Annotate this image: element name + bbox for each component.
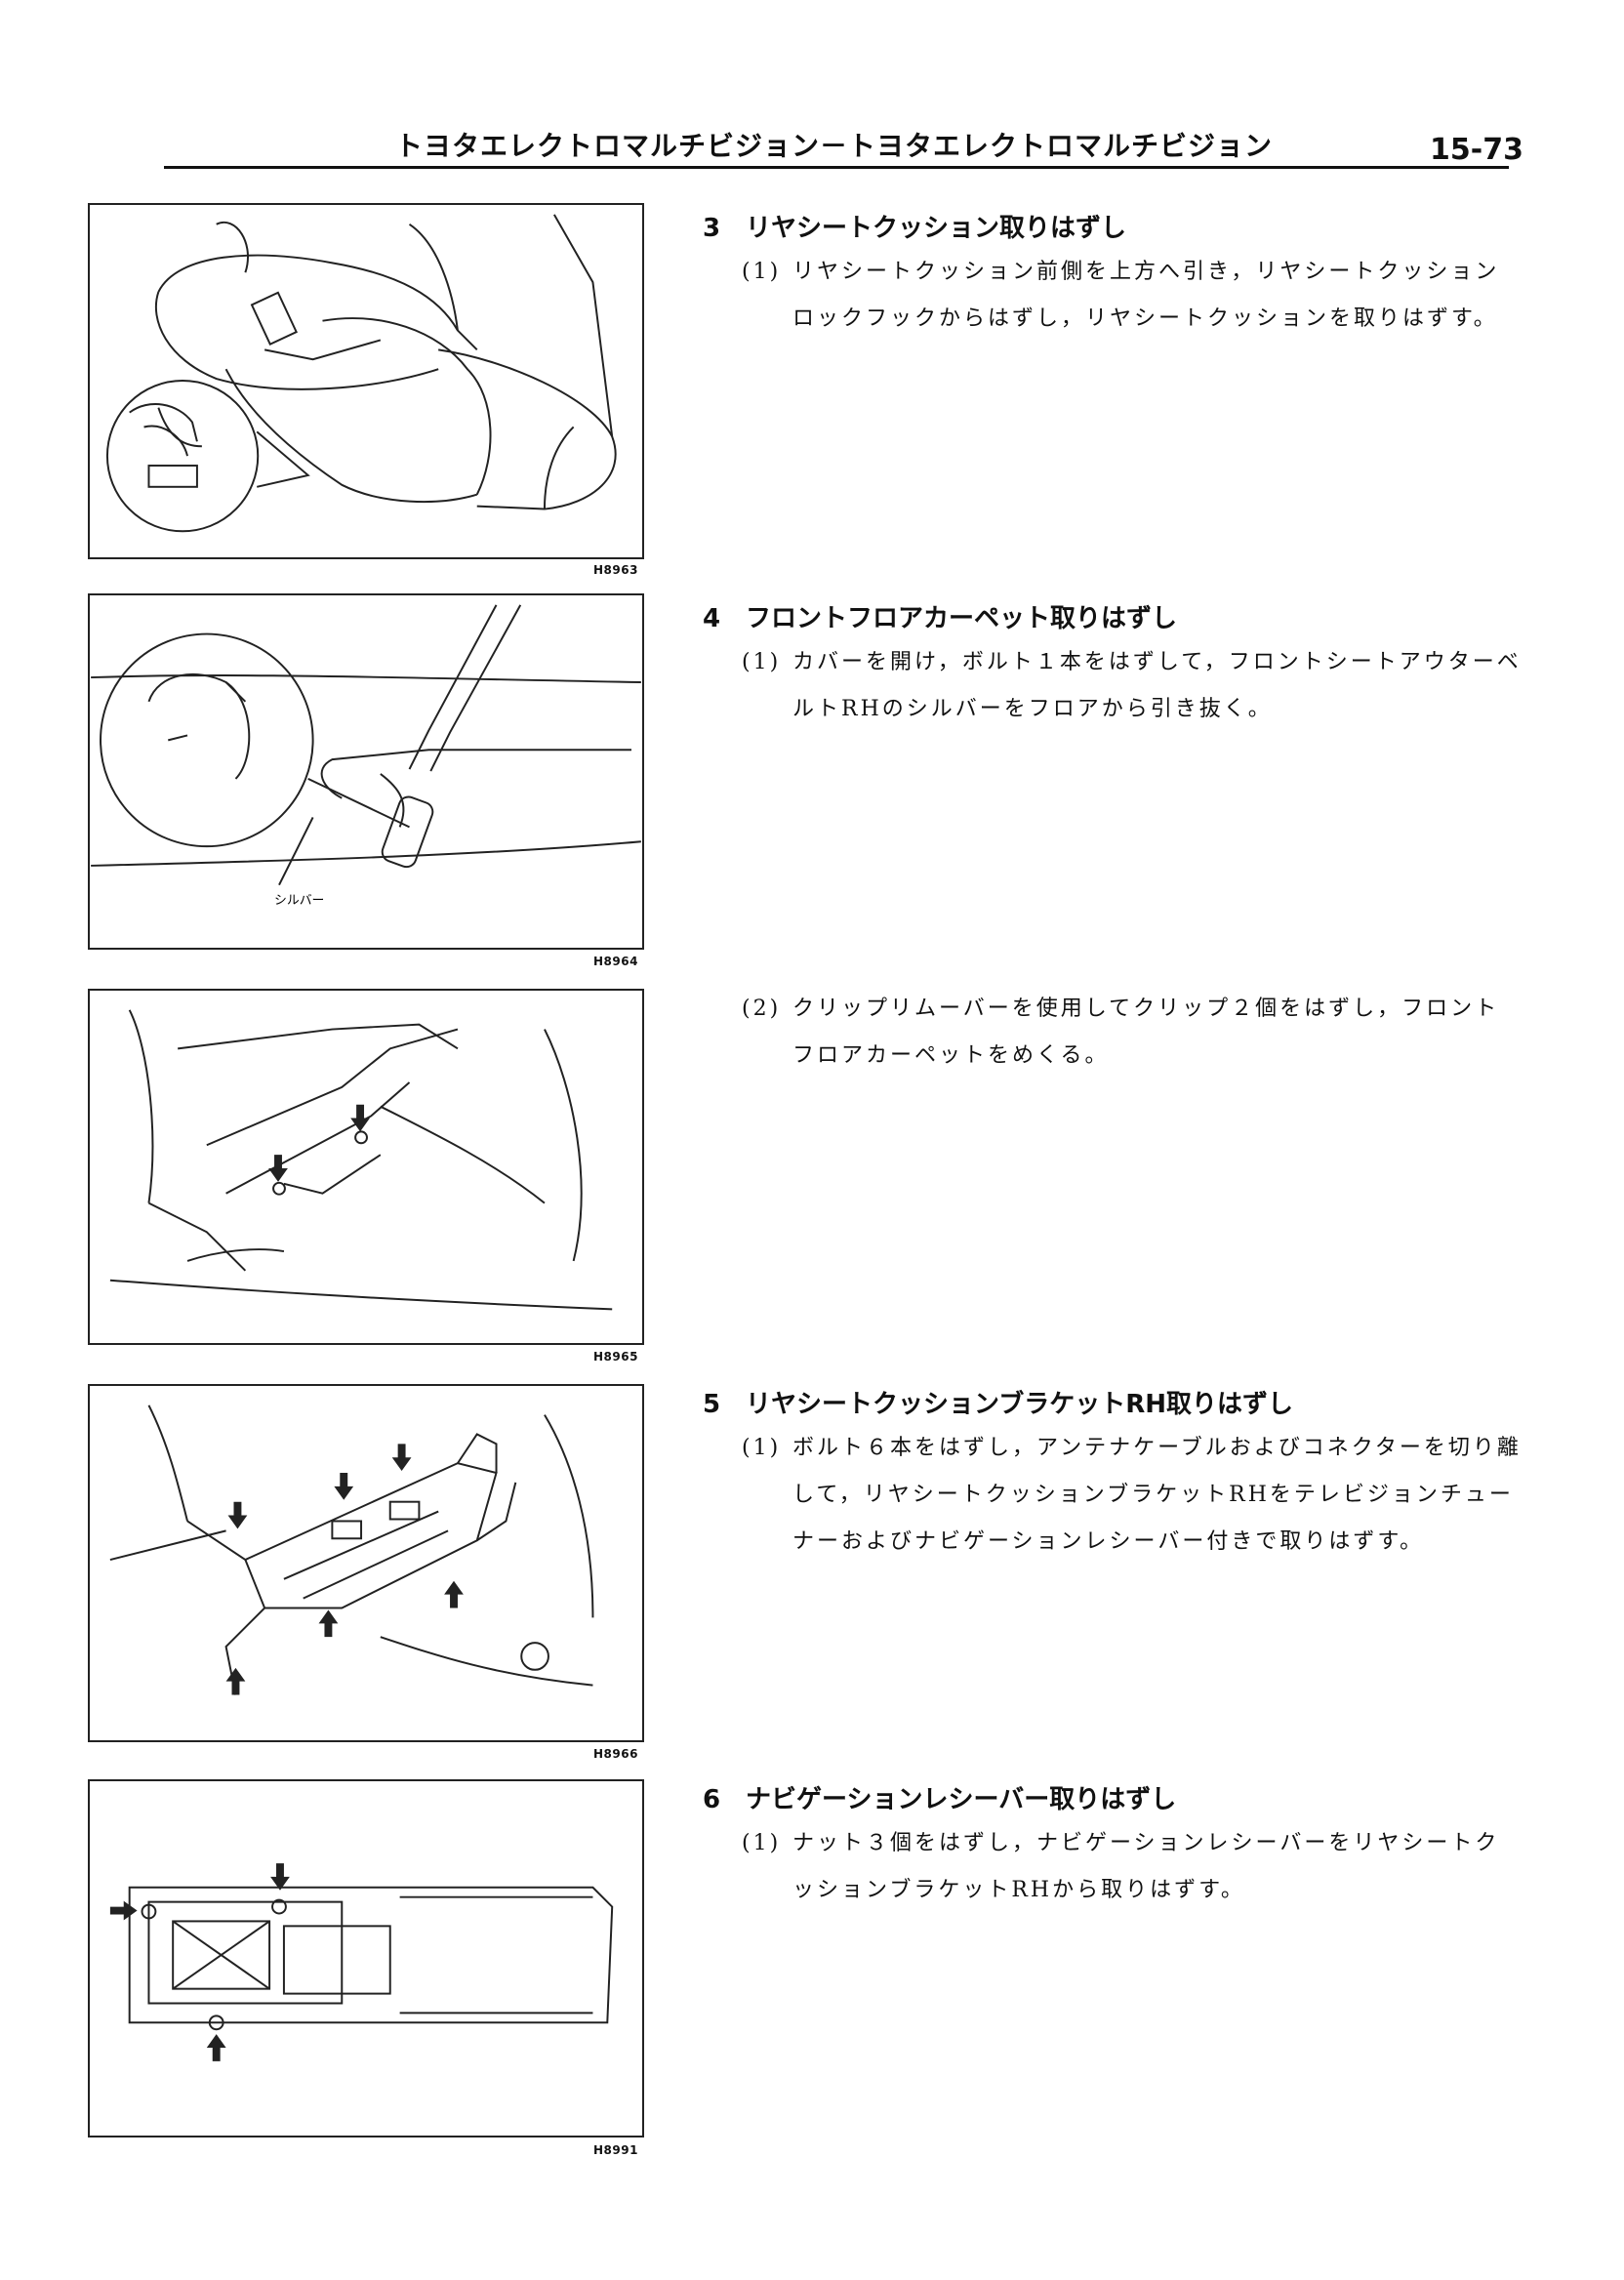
- substep-text: ボルト６本をはずし，アンテナケーブルおよびコネクターを切り離して，リヤシートクッ…: [792, 1436, 1522, 1554]
- substep-text: カバーを開け，ボルト１本をはずして，フロントシートアウターベルトRHのシルバーを…: [792, 650, 1522, 721]
- figure-front-floor-carpet: シルバー: [88, 593, 644, 950]
- figure-navigation-receiver: [88, 1779, 644, 2138]
- callout-label-silver: シルバー: [274, 893, 324, 908]
- substep-mark: (2): [742, 997, 782, 1021]
- navigation-receiver-illustration: [109, 1863, 614, 2061]
- figure-carpet-clips: [88, 989, 644, 1345]
- step-title-text: リヤシートクッションブラケットRH取りはずし: [746, 1390, 1294, 1419]
- substep-text: ナット３個をはずし，ナビゲーションレシーバーをリヤシートクッションブラケットRH…: [792, 1831, 1500, 1902]
- step-number: 5: [703, 1390, 721, 1419]
- figure-code-h8963: H8963: [593, 563, 638, 577]
- step-title-text: ナビゲーションレシーバー取りはずし: [746, 1785, 1177, 1814]
- page-number: 15-73: [1430, 133, 1523, 167]
- figure-code-h8991: H8991: [593, 2143, 638, 2157]
- step-6-substep-1: (1) ナット３個をはずし，ナビゲーションレシーバーをリヤシートクッションブラケ…: [742, 1820, 1522, 1914]
- step-number: 3: [703, 214, 721, 243]
- carpet-clip-illustration: [109, 1009, 613, 1311]
- seat-belt-anchor-illustration: シルバー: [91, 604, 641, 908]
- figure-code-h8966: H8966: [593, 1747, 638, 1761]
- step-number: 4: [703, 604, 721, 633]
- step-4-substep-1: (1) カバーを開け，ボルト１本をはずして，フロントシートアウターベルトRHのシ…: [742, 639, 1522, 733]
- figure-seat-bracket-rh: [88, 1384, 644, 1742]
- substep-mark: (1): [742, 1831, 782, 1855]
- step-3-title: 3 リヤシートクッション取りはずし: [703, 208, 1126, 244]
- substep-mark: (1): [742, 650, 782, 674]
- substep-mark: (1): [742, 1436, 782, 1460]
- header-rule: [164, 166, 1509, 169]
- rear-seat-cushion-illustration: [105, 214, 617, 533]
- substep-mark: (1): [742, 260, 782, 284]
- figure-code-h8965: H8965: [593, 1350, 638, 1364]
- page-header-title: トヨタエレクトロマルチビジョン－トヨタエレクトロマルチビジョン: [395, 130, 1274, 162]
- step-3-substep-1: (1) リヤシートクッション前側を上方へ引き，リヤシートクッションロックフックか…: [742, 249, 1522, 343]
- step-number: 6: [703, 1785, 721, 1814]
- step-6-title: 6 ナビゲーションレシーバー取りはずし: [703, 1779, 1176, 1815]
- step-5-title: 5 リヤシートクッションブラケットRH取りはずし: [703, 1384, 1293, 1420]
- step-title-text: リヤシートクッション取りはずし: [746, 214, 1127, 243]
- substep-text: リヤシートクッション前側を上方へ引き，リヤシートクッションロックフックからはずし…: [792, 260, 1500, 331]
- figure-rear-seat-cushion: [88, 203, 644, 559]
- step-4-substep-2: (2) クリップリムーバーを使用してクリップ２個をはずし，フロントフロアカーペッ…: [742, 986, 1522, 1079]
- figure-code-h8964: H8964: [593, 955, 638, 968]
- step-title-text: フロントフロアカーペット取りはずし: [746, 604, 1178, 633]
- substep-text: クリップリムーバーを使用してクリップ２個をはずし，フロントフロアカーペットをめく…: [792, 997, 1500, 1068]
- seat-bracket-illustration: [109, 1405, 594, 1695]
- step-5-substep-1: (1) ボルト６本をはずし，アンテナケーブルおよびコネクターを切り離して，リヤシ…: [742, 1425, 1522, 1566]
- step-4-title: 4 フロントフロアカーペット取りはずし: [703, 598, 1177, 634]
